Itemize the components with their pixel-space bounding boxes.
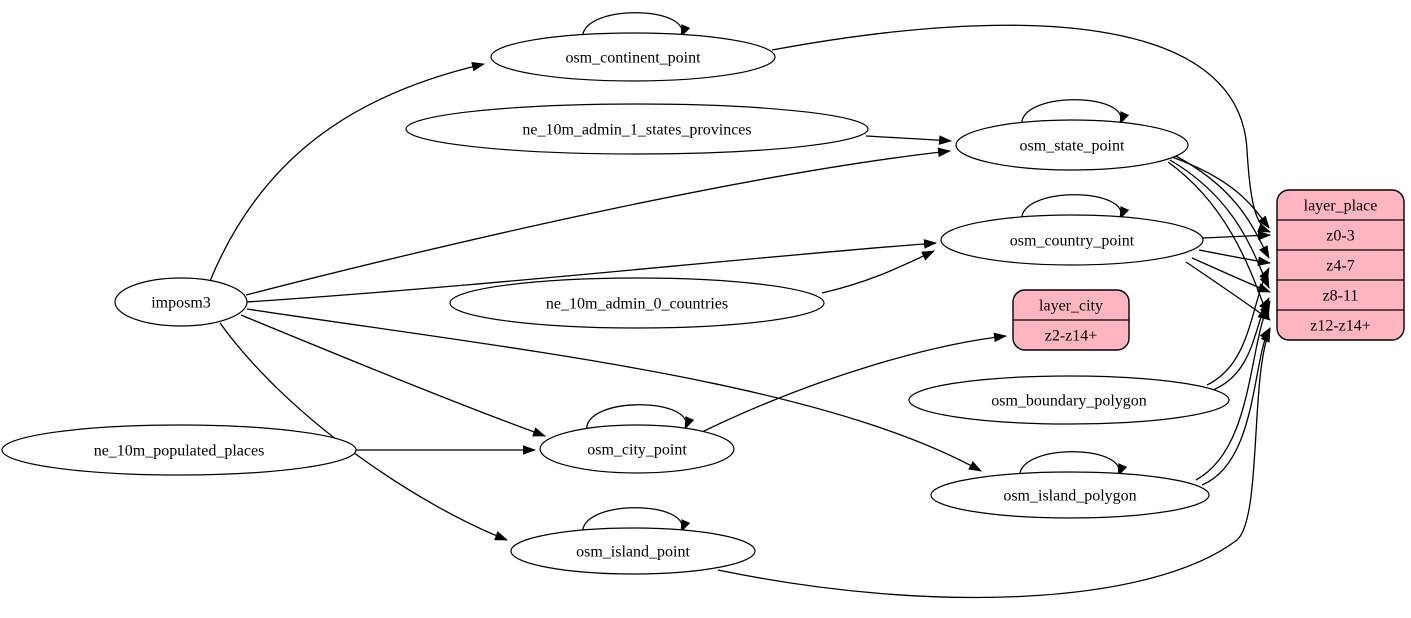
osm_boundary_polygon-ellipse xyxy=(908,375,1230,425)
layer_place-row-header: layer_place xyxy=(1304,198,1378,215)
node-osm_island_point: osm_island_point xyxy=(510,527,756,575)
node-osm_state_point: osm_state_point xyxy=(955,119,1189,171)
node-layer_place: layer_place z0-3 z4-7 z8-11 z12-z14+ xyxy=(1276,189,1405,341)
edge-osm_state_point-to-layer_place:z0-3 xyxy=(1171,156,1270,229)
ne_10m_populated_places-label: ne_10m_populated_places xyxy=(94,443,265,460)
osm_boundary_polygon-label: osm_boundary_polygon xyxy=(991,393,1147,410)
ne_10m_admin_0_countries-ellipse xyxy=(449,277,825,329)
ne_10m_populated_places-ellipse xyxy=(1,424,357,476)
node-osm_city_point: osm_city_point xyxy=(539,424,735,474)
imposm3-label: imposm3 xyxy=(151,295,211,312)
osm_state_point-ellipse xyxy=(955,119,1189,171)
ne_10m_admin_1_states_provinces-label: ne_10m_admin_1_states_provinces xyxy=(522,122,751,139)
edge-osm_country_point-to-layer_place:z8-11 xyxy=(1191,257,1271,293)
edge-osm_island_polygon-self-loop xyxy=(1019,451,1128,481)
edge-osm_country_point-to-layer_place:z12-z14+ xyxy=(1185,261,1271,321)
imposm3-ellipse xyxy=(114,277,248,327)
edge-osm_boundary_polygon-to-layer_place:z4-7 xyxy=(1206,267,1270,386)
edge-ne_10m_admin_1_states_provinces-to-osm_state_point xyxy=(865,135,952,145)
layer_place-row-z8-11: z8-11 xyxy=(1323,288,1359,305)
osm_state_point-label: osm_state_point xyxy=(1020,138,1125,155)
node-osm_continent_point: osm_continent_point xyxy=(490,32,776,82)
osm_city_point-ellipse xyxy=(539,424,735,474)
edge-osm_city_point-to-layer_city:z2-z14+ xyxy=(701,332,1007,433)
edge-osm_continent_point-self-loop xyxy=(582,12,691,42)
ne_10m_admin_0_countries-label: ne_10m_admin_0_countries xyxy=(546,296,728,313)
node-osm_island_polygon: osm_island_polygon xyxy=(930,471,1210,519)
osm_country_point-ellipse xyxy=(940,214,1204,266)
layer_place-record-box xyxy=(1276,189,1405,341)
layer_city-row-z2-z14+: z2-z14+ xyxy=(1045,328,1098,345)
layer_place-row-z12-z14+: z12-z14+ xyxy=(1310,318,1371,335)
edge-imposm3-to-osm_island_point xyxy=(219,322,508,541)
layer_place-row-z4-7: z4-7 xyxy=(1326,258,1354,275)
edge-osm_city_point-self-loop xyxy=(586,404,695,434)
edge-layer xyxy=(209,12,1271,599)
node-layer: imposm3 ne_10m_populated_places ne_10m_adm… xyxy=(1,32,1405,575)
node-imposm3: imposm3 xyxy=(114,277,248,327)
osm_island_polygon-label: osm_island_polygon xyxy=(1003,488,1136,505)
edge-ne_10m_admin_0_countries-to-osm_country_point xyxy=(821,250,935,294)
edge-imposm3-to-osm_island_polygon xyxy=(246,308,982,472)
node-layer_city: layer_city z2-z14+ xyxy=(1012,289,1130,351)
osm_country_point-label: osm_country_point xyxy=(1010,233,1135,250)
node-ne_10m_admin_0_countries: ne_10m_admin_0_countries xyxy=(449,277,825,329)
edge-osm_country_point-to-layer_place:z4-7 xyxy=(1198,249,1271,266)
edge-osm_island_polygon-to-layer_place:z8-11 xyxy=(1195,300,1271,481)
ne_10m_admin_1_states_provinces-ellipse xyxy=(405,103,869,155)
edge-osm_island_point-self-loop xyxy=(582,507,691,537)
edge-imposm3-to-osm_continent_point xyxy=(209,62,485,282)
node-osm_country_point: osm_country_point xyxy=(940,214,1204,266)
osm_continent_point-label: osm_continent_point xyxy=(565,50,701,67)
node-ne_10m_admin_1_states_provinces: ne_10m_admin_1_states_provinces xyxy=(405,103,869,155)
edge-osm_state_point-to-layer_place:z4-7 xyxy=(1173,154,1270,259)
osm_city_point-label: osm_city_point xyxy=(587,442,687,459)
osm_island_point-label: osm_island_point xyxy=(576,544,690,561)
edge-osm_island_point-to-layer_place:z12-z14+ xyxy=(717,329,1271,599)
edge-osm_state_point-self-loop xyxy=(1021,99,1130,129)
edge-osm_country_point-to-layer_place:z0-3 xyxy=(1202,230,1271,241)
edge-osm_continent_point-to-layer_place:z0-3 xyxy=(771,24,1271,233)
layer_city-row-header: layer_city xyxy=(1039,298,1103,315)
node-osm_boundary_polygon: osm_boundary_polygon xyxy=(908,375,1230,425)
node-ne_10m_populated_places: ne_10m_populated_places xyxy=(1,424,357,476)
edge-osm_country_point-self-loop xyxy=(1021,194,1130,224)
edge-imposm3-to-osm_city_point xyxy=(240,314,546,437)
layer_place-row-z0-3: z0-3 xyxy=(1326,228,1354,245)
edge-imposm3-to-osm_country_point xyxy=(246,239,937,303)
osm_island_polygon-ellipse xyxy=(930,471,1210,519)
osm_island_point-ellipse xyxy=(510,527,756,575)
osm_continent_point-ellipse xyxy=(490,32,776,82)
edge-imposm3-to-osm_state_point xyxy=(245,147,951,296)
